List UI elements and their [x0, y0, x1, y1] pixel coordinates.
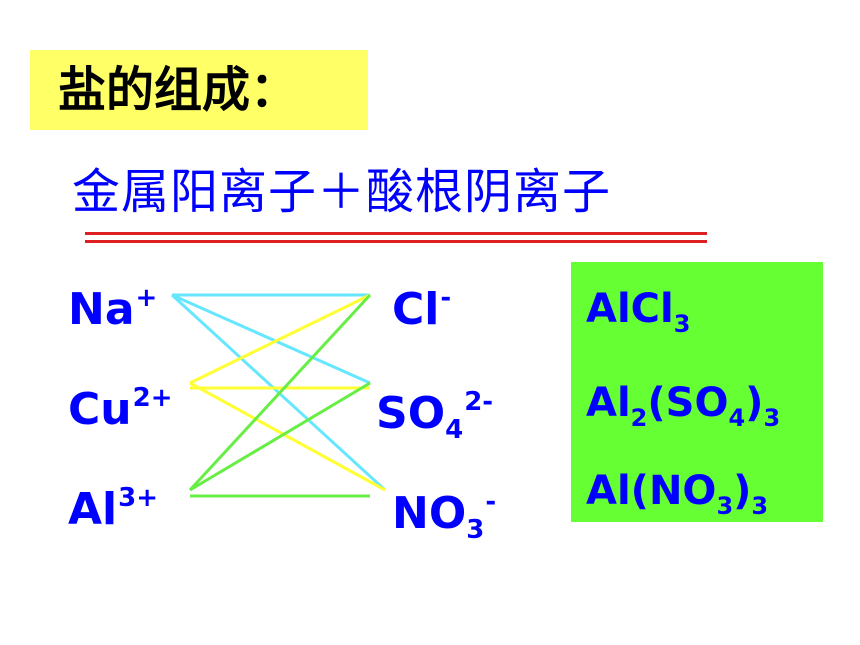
title-highlight-box [30, 50, 368, 130]
cation-na: Na+ [68, 272, 157, 336]
salt-alcl3: AlCl3 [586, 284, 690, 349]
cation-charge: + [135, 283, 158, 313]
salt-part: (SO [647, 380, 729, 426]
salt-part: Al [586, 380, 631, 426]
salt-al2so43: Al2(SO4)3 [586, 378, 780, 443]
cation-charge: 3+ [118, 483, 159, 513]
anion-charge: - [485, 487, 497, 517]
anion-no3: NO3- [392, 476, 496, 556]
double-underline-bottom [85, 240, 707, 243]
anion-charge: - [440, 283, 452, 313]
salt-subscript: 3 [763, 404, 781, 432]
anion-subscript: 3 [466, 515, 485, 545]
connection-line-cu [189, 293, 371, 385]
slide-title: 盐的组成： [58, 62, 299, 118]
salt-composition-formula: 金属阳离子＋酸根阴离子 [72, 164, 612, 220]
connection-line-cu [189, 381, 386, 492]
cation-cu: Cu2+ [68, 372, 173, 436]
anion-symbol: SO [376, 388, 446, 439]
salt-subscript: 2 [630, 404, 648, 432]
salt-subscript: 3 [673, 310, 691, 338]
cation-symbol: Cu [68, 384, 132, 435]
salt-subscript: 3 [751, 492, 769, 520]
aluminum-salts-box [571, 262, 823, 522]
salt-subscript: 4 [728, 404, 746, 432]
anion-subscript: 4 [445, 415, 464, 445]
anion-cl: Cl- [392, 272, 451, 352]
salt-part: ) [745, 380, 764, 426]
salt-alno33: Al(NO3)3 [586, 466, 768, 531]
double-underline-top [85, 232, 707, 235]
cation-charge: 2+ [132, 383, 173, 413]
anion-charge: 2- [464, 387, 494, 417]
cation-symbol: Na [68, 284, 135, 335]
salt-part: Al(NO [586, 468, 717, 514]
cation-al: Al3+ [68, 472, 158, 536]
anion-symbol: NO [392, 488, 467, 539]
cation-symbol: Al [68, 484, 118, 535]
connection-line-na [171, 293, 371, 385]
anion-symbol: Cl [392, 284, 440, 335]
salt-subscript: 3 [716, 492, 734, 520]
anion-so4: SO42- [376, 376, 493, 456]
connection-line-al [189, 381, 371, 492]
salt-part: ) [733, 468, 752, 514]
connection-line-al [188, 293, 372, 492]
salt-part: AlCl [586, 286, 674, 332]
